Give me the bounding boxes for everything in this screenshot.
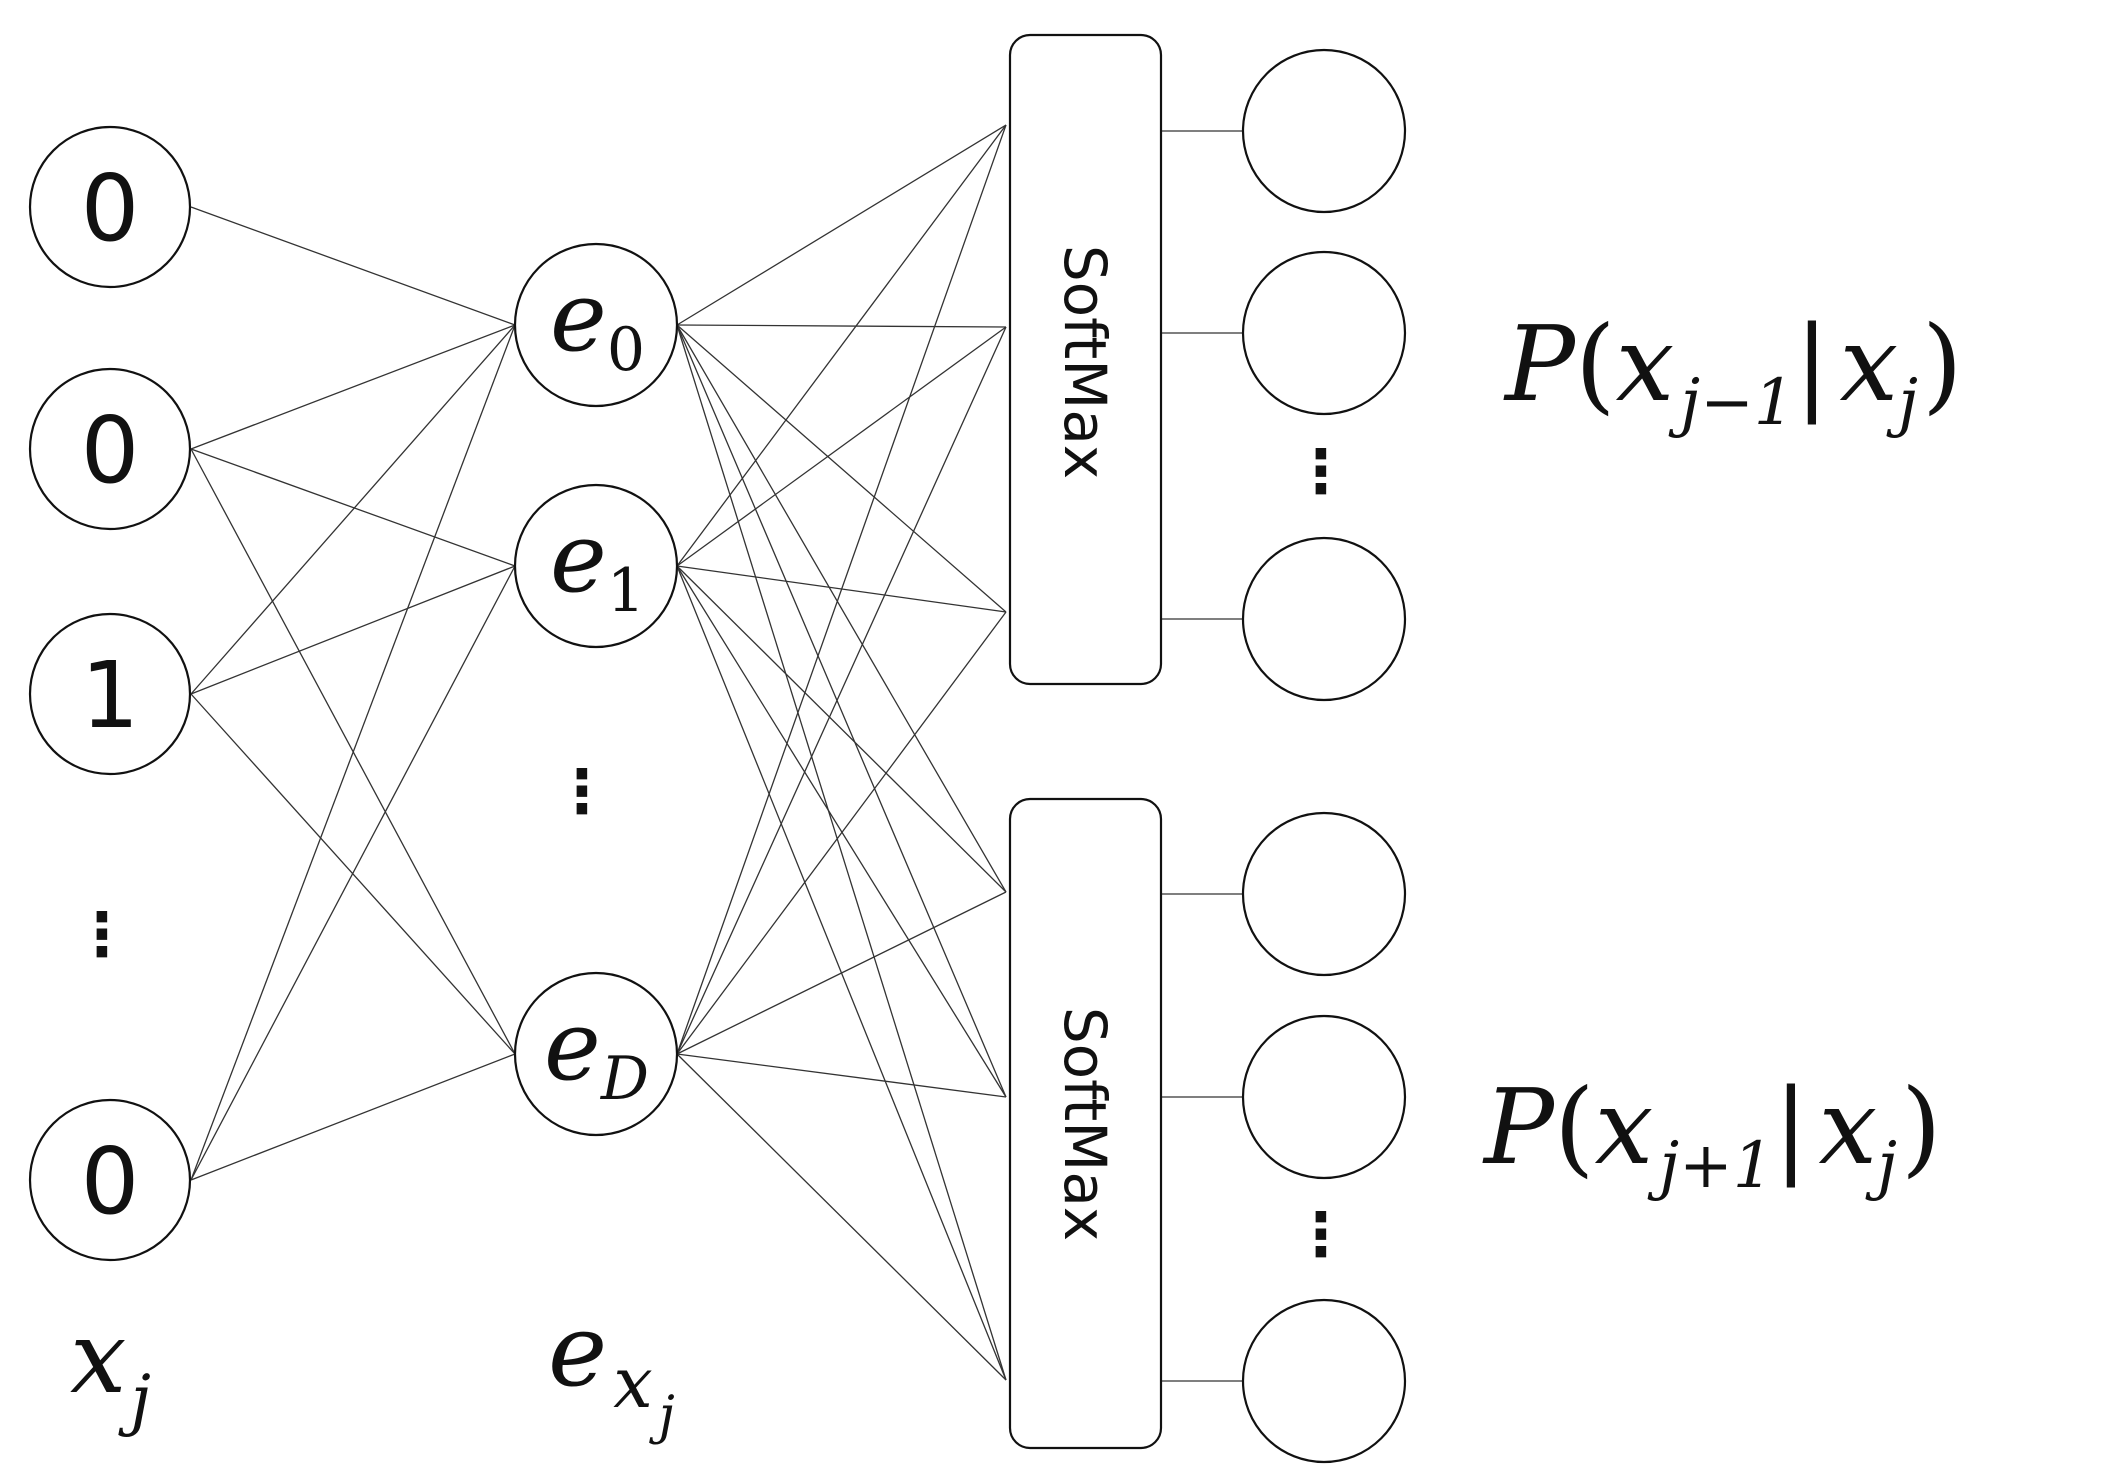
prob1-x2: x — [1839, 303, 1898, 425]
eD-var: e — [544, 990, 601, 1102]
prob2-P: P — [1482, 1066, 1556, 1188]
edges-input-to-embedding — [190, 206, 516, 1181]
edge-eD-sm2-c — [676, 1053, 1007, 1381]
edge-in3-e1 — [190, 565, 516, 1181]
input-node-3-value: 0 — [81, 1128, 140, 1235]
prob1-lparen: ( — [1575, 303, 1616, 425]
output-node-1-0 — [1241, 48, 1407, 214]
prob1-sub1: j−1 — [1668, 366, 1794, 440]
edges-softmax-to-output — [1161, 130, 1243, 1382]
output-ellipsis-2: ⋮ — [1291, 1200, 1351, 1270]
e0-sub: 0 — [607, 315, 645, 385]
output-group-1: ⋮ — [1241, 48, 1407, 702]
input-node-1 — [28, 367, 192, 531]
edge-eD-sm1-c — [676, 611, 1007, 1055]
input-node-3 — [28, 1098, 192, 1262]
prob2-x1: x — [1595, 1066, 1654, 1188]
input-ellipsis: ⋮ — [72, 900, 132, 970]
output-node-2-1 — [1241, 1014, 1407, 1180]
prob1-bar: | — [1794, 303, 1829, 425]
input-node-2-value: 1 — [81, 642, 140, 749]
edges-embedding-to-softmax — [676, 124, 1007, 1381]
prob2-rparen: ) — [1901, 1066, 1942, 1188]
embedding-ellipsis: ⋮ — [552, 757, 612, 827]
embedding-label-var: e — [548, 1292, 607, 1409]
input-node-1-value: 0 — [81, 397, 140, 504]
edge-eD-sm1-a — [676, 124, 1007, 1055]
prob1-x1: x — [1616, 303, 1675, 425]
edge-in3-eD — [190, 1053, 516, 1181]
input-node-2 — [28, 612, 192, 776]
softmax-block-2: SoftMax — [1008, 797, 1163, 1450]
prob1-P: P — [1503, 303, 1577, 425]
probability-label-previous: P(xj−1|xj) — [1503, 303, 1963, 440]
edge-in0-e0 — [190, 206, 516, 326]
prob1-rparen: ) — [1922, 303, 1963, 425]
output-node-2-2 — [1241, 1298, 1407, 1464]
input-layer: 0 0 1 ⋮ 0 xj — [28, 125, 192, 1438]
edge-e1-sm2-b — [676, 565, 1007, 1098]
embedding-node-eD-label: eD — [544, 990, 649, 1114]
edge-e0-sm1-a — [676, 124, 1007, 326]
embedding-node-e1 — [513, 483, 679, 649]
edge-e0-sm2-c — [676, 324, 1007, 1381]
prob2-x2: x — [1818, 1066, 1877, 1188]
edge-in2-e1 — [190, 565, 516, 695]
input-layer-label: xj — [70, 1299, 151, 1438]
embedding-node-e0-label: e0 — [550, 261, 645, 385]
output-node-2-0 — [1241, 811, 1407, 977]
edge-e0-sm1-c — [676, 324, 1007, 613]
input-node-0 — [28, 125, 192, 289]
softmax-label-1: SoftMax — [1051, 245, 1119, 479]
softmax-box-1 — [1008, 33, 1163, 686]
edge-e0-sm1-b — [676, 324, 1007, 328]
edge-in1-e0 — [190, 324, 516, 450]
prob2-lparen: ( — [1554, 1066, 1595, 1188]
edge-e0-sm2-b — [676, 324, 1007, 1098]
edge-in3-e0 — [190, 324, 516, 1181]
embedding-label-sub: x — [613, 1342, 652, 1424]
output-group-2: ⋮ — [1241, 811, 1407, 1464]
e1-var: e — [550, 502, 607, 614]
edge-eD-sm1-b — [676, 326, 1007, 1055]
edge-eD-sm2-b — [676, 1053, 1007, 1098]
embedding-node-e0 — [513, 242, 679, 408]
output-node-1-2 — [1241, 536, 1407, 702]
edge-in1-e1 — [190, 448, 516, 567]
output-node-1-1 — [1241, 250, 1407, 416]
edge-e1-sm1-a — [676, 124, 1007, 567]
e1-sub: 1 — [607, 556, 645, 626]
input-label-var: x — [70, 1299, 126, 1416]
e0-var: e — [550, 261, 607, 373]
eD-sub: D — [600, 1044, 649, 1114]
edge-e1-sm1-b — [676, 326, 1007, 567]
embedding-node-eD — [513, 971, 679, 1137]
output-ellipsis-1: ⋮ — [1291, 437, 1351, 507]
softmax-label-2: SoftMax — [1051, 1007, 1119, 1241]
input-node-0-value: 0 — [81, 155, 140, 262]
edge-in2-e0 — [190, 324, 516, 695]
softmax-box-2 — [1008, 797, 1163, 1450]
edge-e0-sm2-a — [676, 324, 1007, 893]
prob2-bar: | — [1773, 1066, 1808, 1188]
edge-e1-sm2-a — [676, 565, 1007, 893]
edge-eD-sm2-a — [676, 891, 1007, 1055]
probability-label-next: P(xj+1|xj) — [1482, 1066, 1942, 1203]
prob2-sub1: j+1 — [1647, 1129, 1773, 1203]
softmax-block-1: SoftMax — [1008, 33, 1163, 686]
embedding-node-e1-label: e1 — [550, 502, 645, 626]
